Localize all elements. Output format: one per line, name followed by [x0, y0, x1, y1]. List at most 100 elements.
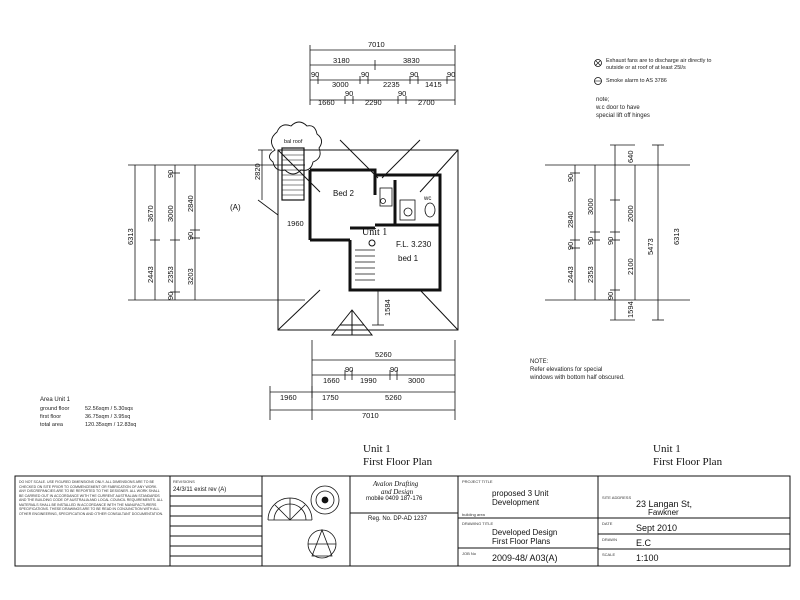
dim-bottom-row1: 5260 [375, 350, 392, 359]
dim-right-c3-a: 640 [626, 150, 635, 163]
dim-left-a1: 3670 [146, 205, 155, 222]
legend-smoke-alarm: Smoke alarm to AS 3786 [606, 78, 667, 84]
scale-value: 1:100 [636, 553, 659, 563]
dim-top-row3-b: 3000 [332, 80, 349, 89]
job-number: 2009-48/ A03(A) [492, 553, 558, 563]
tree-outline [269, 121, 322, 175]
dim-top-row3-f: 1415 [425, 80, 442, 89]
dim-right-c1-d: 2443 [566, 266, 575, 283]
drawn-value: E.C [636, 538, 652, 548]
company-name-2: and Design [381, 488, 414, 496]
dim-stair: 1584 [383, 299, 392, 316]
dim-top-row3-c: 90 [361, 70, 370, 79]
label-ref-a: (A) [230, 203, 241, 212]
dim-top-overall: 7010 [368, 40, 385, 49]
dim-top-row3-a: 90 [311, 70, 320, 79]
building-area-label: building area [462, 512, 485, 517]
dim-top-row4-d: 90 [398, 89, 407, 98]
dim-left-c1: 2840 [186, 195, 195, 212]
dim-top-row3-g: 90 [447, 70, 456, 79]
project-line-1: proposed 3 Unit [492, 489, 549, 498]
dim-right-c3-f: 90 [606, 291, 615, 300]
caption-left-line1: Unit 1 [363, 443, 391, 455]
company-mobile: mobile 0409 187-176 [366, 496, 423, 502]
area-title: Area Unit 1 [40, 397, 71, 403]
note-title: note; [596, 97, 610, 103]
dim-left-overall: 6313 [126, 228, 135, 245]
scale-label: SCALE [602, 552, 616, 557]
dim-bottom-row2-e: 3000 [408, 376, 425, 385]
bottom-note-line2: windows with bottom half obscured. [530, 375, 625, 381]
dim-top-row3-e: 90 [410, 70, 419, 79]
dim-right-c3-d: 2100 [626, 258, 635, 275]
disclaimer-notes: DO NOT SCALE. USE FIGURED DIMENSIONS ONL… [19, 480, 164, 516]
drawing-line-2: First Floor Plans [492, 537, 551, 546]
area-row-3-label: total area [40, 422, 63, 428]
label-wc: wc [424, 196, 432, 202]
dim-left-b2: 3000 [166, 205, 175, 222]
dim-right-overall: 6313 [672, 228, 681, 245]
dim-bottom-row2-c: 1990 [360, 376, 377, 385]
address-line-2: Fawkner [648, 508, 679, 517]
caption-right-line1: Unit 1 [653, 443, 681, 455]
bottom-note-line1: Refer elevations for special [530, 367, 603, 373]
area-row-2-value: 36.75sqm / 3.95sq [85, 414, 131, 420]
revisions-label: REVISIONS [173, 479, 195, 484]
dim-right-c2-a: 3000 [586, 198, 595, 215]
bottom-note-title: NOTE: [530, 359, 549, 365]
area-row-1-value: 52.56sqm / 5.30sqs [85, 406, 134, 412]
label-unit: Unit 1 [362, 227, 388, 238]
drawing-label: DRAWING TITLE [462, 521, 494, 526]
address-label: SITE ADDRESS [602, 495, 632, 500]
dim-top-row4-e: 2700 [418, 98, 435, 107]
company-name: Avalon Drafting [373, 480, 419, 488]
registration-number: Reg. No. DP-AD 1237 [368, 516, 428, 522]
dim-bottom-row3-c: 5260 [385, 393, 402, 402]
dim-right-c2-b: 90 [586, 236, 595, 245]
area-row-2-label: first floor [40, 414, 62, 420]
dim-top-row4-a: 1660 [318, 98, 335, 107]
dim-left-c3: 3203 [186, 268, 195, 285]
dim-bottom-row3-a: 1960 [280, 393, 297, 402]
dim-left-top-offset: 2820 [253, 163, 262, 180]
drawn-label: DRAWN [602, 537, 617, 542]
date-label: DATE [602, 521, 613, 526]
dim-left-b1: 90 [166, 169, 175, 178]
dim-right-c3-c: 90 [606, 236, 615, 245]
label-bed1: bed 1 [398, 254, 419, 263]
date-value: Sept 2010 [636, 523, 678, 533]
dim-right-c3-e: 5473 [646, 238, 655, 255]
dim-left-b3: 2353 [166, 266, 175, 283]
dim-top-row2-a: 3180 [333, 56, 350, 65]
dim-bottom-row2-a: 1660 [323, 376, 340, 385]
caption-left-line2: First Floor Plan [363, 456, 433, 468]
dim-right-c1-b: 2840 [566, 211, 575, 228]
dim-bottom-overall: 7010 [362, 411, 379, 420]
label-bed2: Bed 2 [333, 189, 354, 198]
dim-left-c2: 90 [186, 231, 195, 240]
dim-right-c1-a: 90 [566, 173, 575, 182]
dim-top-row4-b: 90 [345, 89, 354, 98]
address-line-1: 23 Langan St, [636, 499, 693, 509]
dim-door: 1960 [287, 219, 304, 228]
dim-bottom-row3-b: 1750 [322, 393, 339, 402]
project-line-2: Development [492, 498, 540, 507]
area-row-3-value: 120.35sqm / 12.83sq [85, 422, 137, 428]
caption-right-line2: First Floor Plan [653, 456, 723, 468]
dim-top-row3-d: 2235 [383, 80, 400, 89]
dim-bottom-row2-b: 90 [345, 365, 354, 374]
dim-top-row4-c: 2290 [365, 98, 382, 107]
drawing-line-1: Developed Design [492, 528, 558, 537]
dim-right-c3-g: 1594 [626, 301, 635, 318]
company-logo [267, 485, 340, 559]
dim-left-a2: 2443 [146, 266, 155, 283]
project-label: PROJECT TITLE [462, 479, 493, 484]
dim-right-c1-c: 90 [566, 241, 575, 250]
note-body-2: special lift off hinges [596, 113, 650, 119]
dim-bottom-row2-d: 90 [390, 365, 399, 374]
dim-right-c3-b: 2000 [626, 205, 635, 222]
dim-top-row2-b: 3830 [403, 56, 420, 65]
job-label: JOB No [462, 551, 477, 556]
area-row-1-label: ground floor [40, 406, 70, 412]
